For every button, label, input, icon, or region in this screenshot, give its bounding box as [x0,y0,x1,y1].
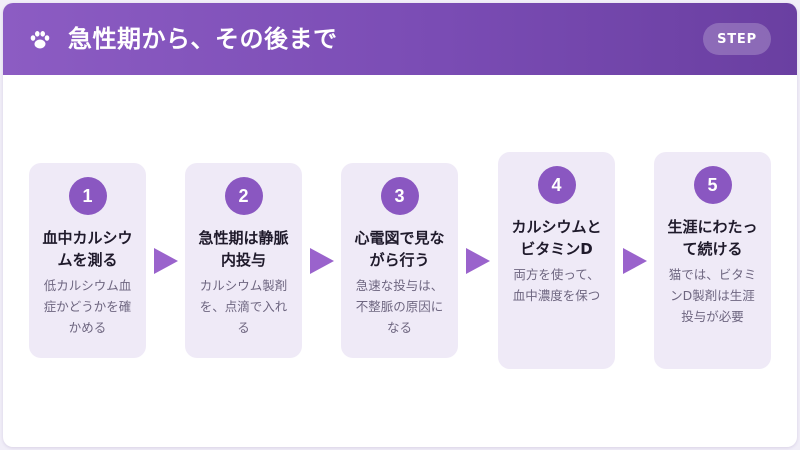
step-number: 2 [224,177,263,215]
step-number: 1 [68,177,107,215]
step-number: 4 [537,166,576,204]
step-description: カルシウム製剤を、点滴で入れる [199,278,288,335]
step-5: 5 生涯にわたって続ける 猫では、ビタミンD製剤は生涯投与が必要 [654,152,771,369]
header-bar: 急性期から、その後まで STEP [3,3,797,75]
step-title: カルシウムとビタミンD [511,218,602,258]
step-1: 1 血中カルシウムを測る 低カルシウム血症かどうかを確かめる [29,163,146,358]
step-description: 急速な投与は、不整脈の原因になる [355,278,444,335]
step-number: 5 [693,166,732,204]
step-title: 生涯にわたって続ける [667,218,758,258]
step-title: 血中カルシウムを測る [42,229,133,269]
step-2: 2 急性期は静脈内投与 カルシウム製剤を、点滴で入れる [185,163,302,358]
step-badge: STEP [703,23,771,55]
step-card: 急性期から、その後まで STEP 1 血中カルシウムを測る 低カルシウム血症かど… [3,3,797,447]
arrow-right-icon [310,248,334,274]
paw-icon [30,31,50,49]
step-4: 4 カルシウムとビタミンD 両方を使って、血中濃度を保つ [498,152,615,369]
step-number: 3 [380,177,419,215]
step-3: 3 心電図で見ながら行う 急速な投与は、不整脈の原因になる [341,163,458,358]
step-description: 猫では、ビタミンD製剤は生涯投与が必要 [668,267,757,324]
page-title: 急性期から、その後まで [68,25,338,53]
arrow-right-icon [154,248,178,274]
arrow-right-icon [466,248,490,274]
step-description: 低カルシウム血症かどうかを確かめる [43,278,132,335]
step-title: 急性期は静脈内投与 [198,229,289,269]
arrow-right-icon [623,248,647,274]
step-description: 両方を使って、血中濃度を保つ [512,267,601,303]
step-title: 心電図で見ながら行う [354,229,445,269]
